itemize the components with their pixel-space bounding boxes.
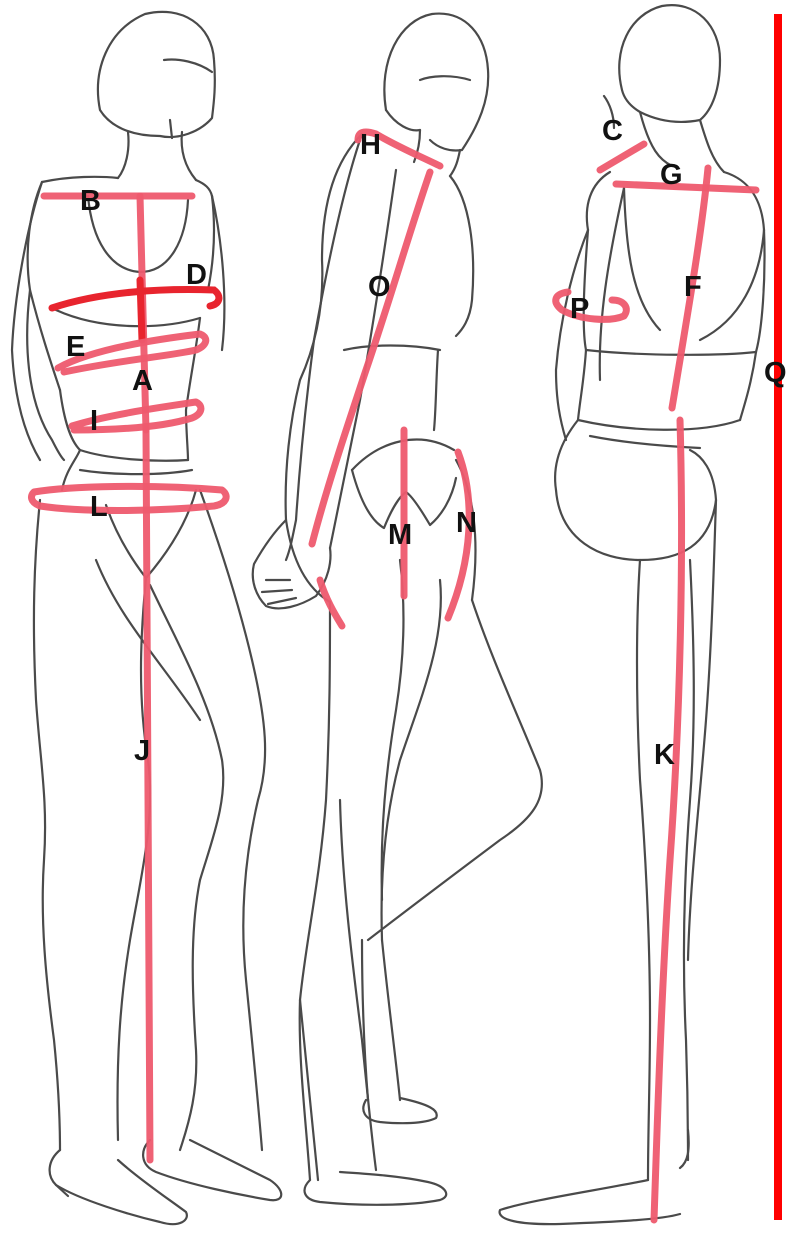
measure-g-back-shoulder-width xyxy=(616,184,756,190)
label-m: M xyxy=(388,519,412,551)
label-c: C xyxy=(602,115,623,147)
measure-l-hip-circumference xyxy=(32,486,227,510)
label-f: F xyxy=(684,271,702,303)
label-d: D xyxy=(186,259,207,291)
label-p: P xyxy=(570,293,589,325)
label-n: N xyxy=(456,507,477,539)
measure-k-back-leg-length xyxy=(654,420,682,1220)
measure-j-front-body-length xyxy=(146,430,150,1160)
label-a: A xyxy=(132,365,153,397)
measure-d-bust-vertical xyxy=(140,280,142,340)
label-o: O xyxy=(368,271,391,303)
label-k: K xyxy=(654,739,675,771)
label-g: G xyxy=(660,159,683,191)
measure-c-neck xyxy=(600,144,644,170)
measure-o-arm-length xyxy=(312,172,430,544)
side-figure xyxy=(253,14,542,1205)
label-j: J xyxy=(134,735,150,767)
label-b: B xyxy=(80,185,101,217)
measure-d-bust-circumference xyxy=(52,290,219,308)
label-h: H xyxy=(360,129,381,161)
label-i: I xyxy=(90,405,98,437)
label-l: L xyxy=(90,491,108,523)
label-e: E xyxy=(66,331,85,363)
label-q: Q xyxy=(764,357,787,389)
